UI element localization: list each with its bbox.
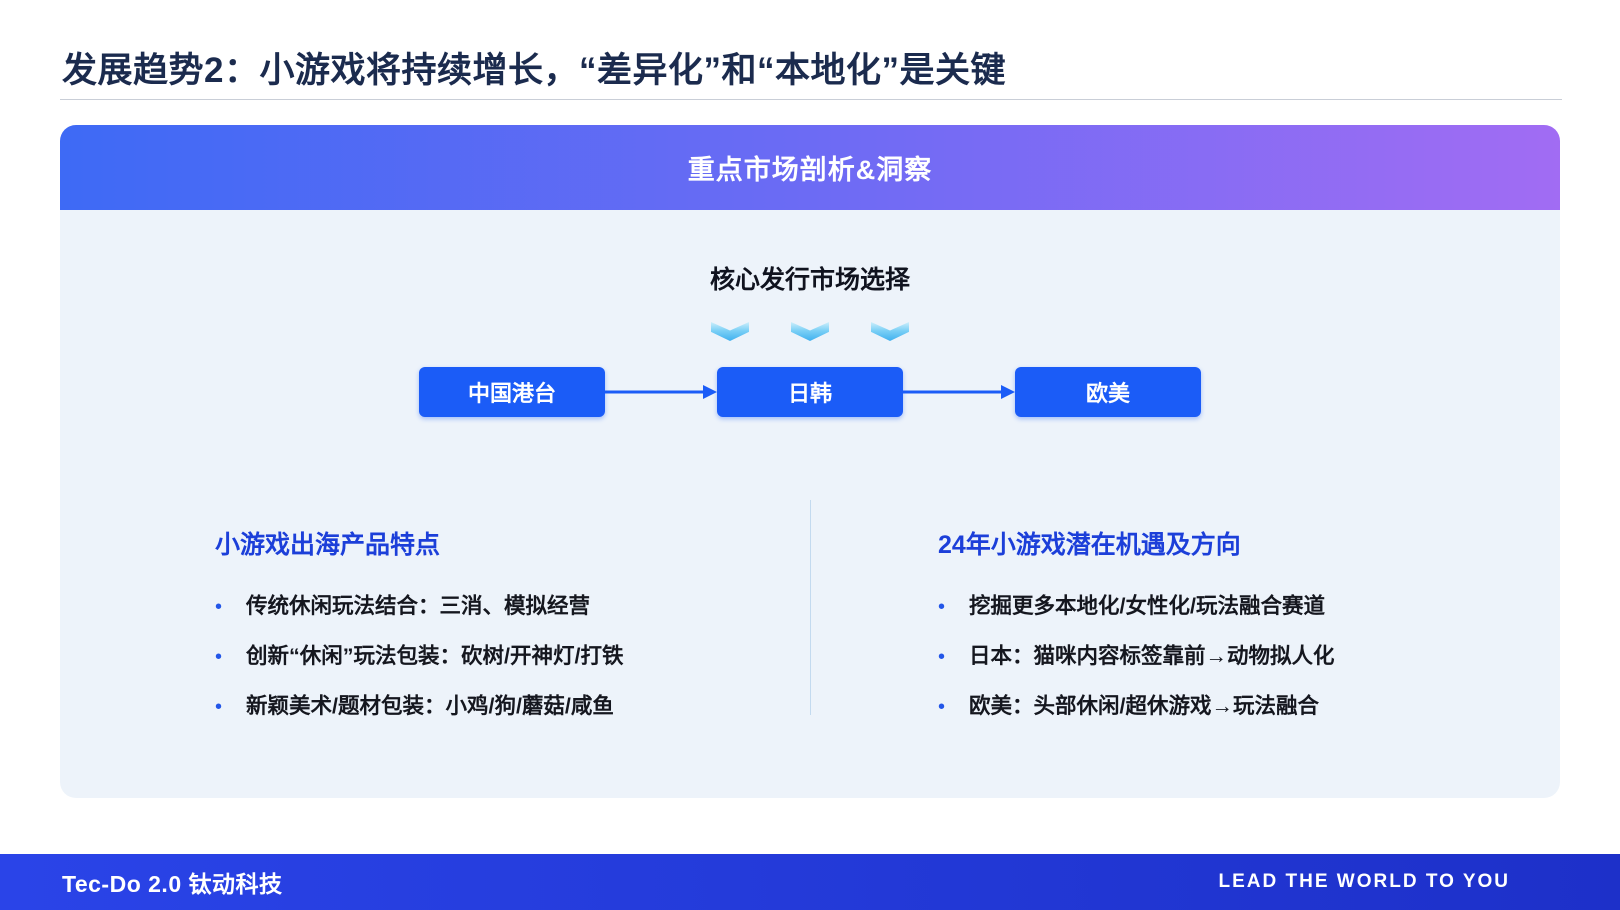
column-heading: 24年小游戏潜在机遇及方向 — [938, 531, 1241, 559]
bullet-dot-icon: • — [938, 646, 946, 668]
list-item: • 传统休闲玩法结合：三消、模拟经营 — [215, 589, 780, 620]
bullet-dot-icon: • — [215, 696, 223, 718]
column-product-features: 小游戏出海产品特点 • 传统休闲玩法结合：三消、模拟经营 • 创新“休闲”玩法包… — [60, 525, 810, 739]
bullet-text: 欧美：头部休闲/超休游戏→玩法融合 — [969, 694, 1319, 718]
flow-node-japan-korea: 日韩 — [717, 367, 903, 417]
flow-node-china-hk-tw: 中国港台 — [419, 367, 605, 417]
flow-heading: 核心发行市场选择 — [709, 266, 910, 294]
insight-panel: 重点市场剖析&洞察 核心发行市场选择 中国港台 日韩 欧 — [60, 125, 1560, 798]
chevron-down-icon — [871, 322, 909, 341]
bullet-dot-icon: • — [938, 696, 946, 718]
insight-columns: 小游戏出海产品特点 • 传统休闲玩法结合：三消、模拟经营 • 创新“休闲”玩法包… — [60, 525, 1560, 739]
footer-slogan: LEAD THE WORLD TO YOU — [1218, 871, 1510, 892]
column-opportunities: 24年小游戏潜在机遇及方向 • 挖掘更多本地化/女性化/玩法融合赛道 • 日本：… — [810, 525, 1560, 739]
page-title: 发展趋势2：小游戏将持续增长，“差异化”和“本地化”是关键 — [62, 51, 1006, 90]
column-divider — [810, 500, 811, 715]
column-heading: 小游戏出海产品特点 — [215, 531, 441, 559]
arrow-right-icon — [605, 385, 717, 399]
bullet-text: 创新“休闲”玩法包装：砍树/开神灯/打铁 — [246, 644, 624, 668]
market-flow: 中国港台 日韩 欧美 — [60, 367, 1560, 417]
bullet-text: 传统休闲玩法结合：三消、模拟经营 — [246, 594, 591, 618]
chevron-down-icon — [711, 322, 749, 341]
flow-node-west: 欧美 — [1015, 367, 1201, 417]
footer-bar: Tec-Do 2.0 钛动科技 LEAD THE WORLD TO YOU — [0, 854, 1620, 910]
bullet-dot-icon: • — [215, 596, 223, 618]
bullet-text: 新颖美术/题材包装：小鸡/狗/蘑菇/咸鱼 — [246, 694, 614, 718]
list-item: • 挖掘更多本地化/女性化/玩法融合赛道 — [938, 589, 1530, 620]
title-divider — [60, 99, 1562, 100]
bullet-text: 挖掘更多本地化/女性化/玩法融合赛道 — [969, 594, 1325, 618]
chevron-row — [60, 322, 1560, 341]
chevron-down-icon — [791, 322, 829, 341]
list-item: • 创新“休闲”玩法包装：砍树/开神灯/打铁 — [215, 639, 780, 670]
list-item: • 欧美：头部休闲/超休游戏→玩法融合 — [938, 689, 1530, 720]
panel-header-title: 重点市场剖析&洞察 — [687, 155, 933, 185]
bullet-dot-icon: • — [215, 646, 223, 668]
bullet-text: 日本：猫咪内容标签靠前→动物拟人化 — [969, 644, 1335, 668]
brand-logo: Tec-Do 2.0 钛动科技 — [62, 871, 283, 897]
list-item: • 日本：猫咪内容标签靠前→动物拟人化 — [938, 639, 1530, 670]
panel-body: 核心发行市场选择 中国港台 日韩 欧美 — [60, 210, 1560, 798]
list-item: • 新颖美术/题材包装：小鸡/狗/蘑菇/咸鱼 — [215, 689, 780, 720]
panel-header: 重点市场剖析&洞察 — [60, 125, 1560, 210]
bullet-dot-icon: • — [938, 596, 946, 618]
arrow-right-icon — [903, 385, 1015, 399]
